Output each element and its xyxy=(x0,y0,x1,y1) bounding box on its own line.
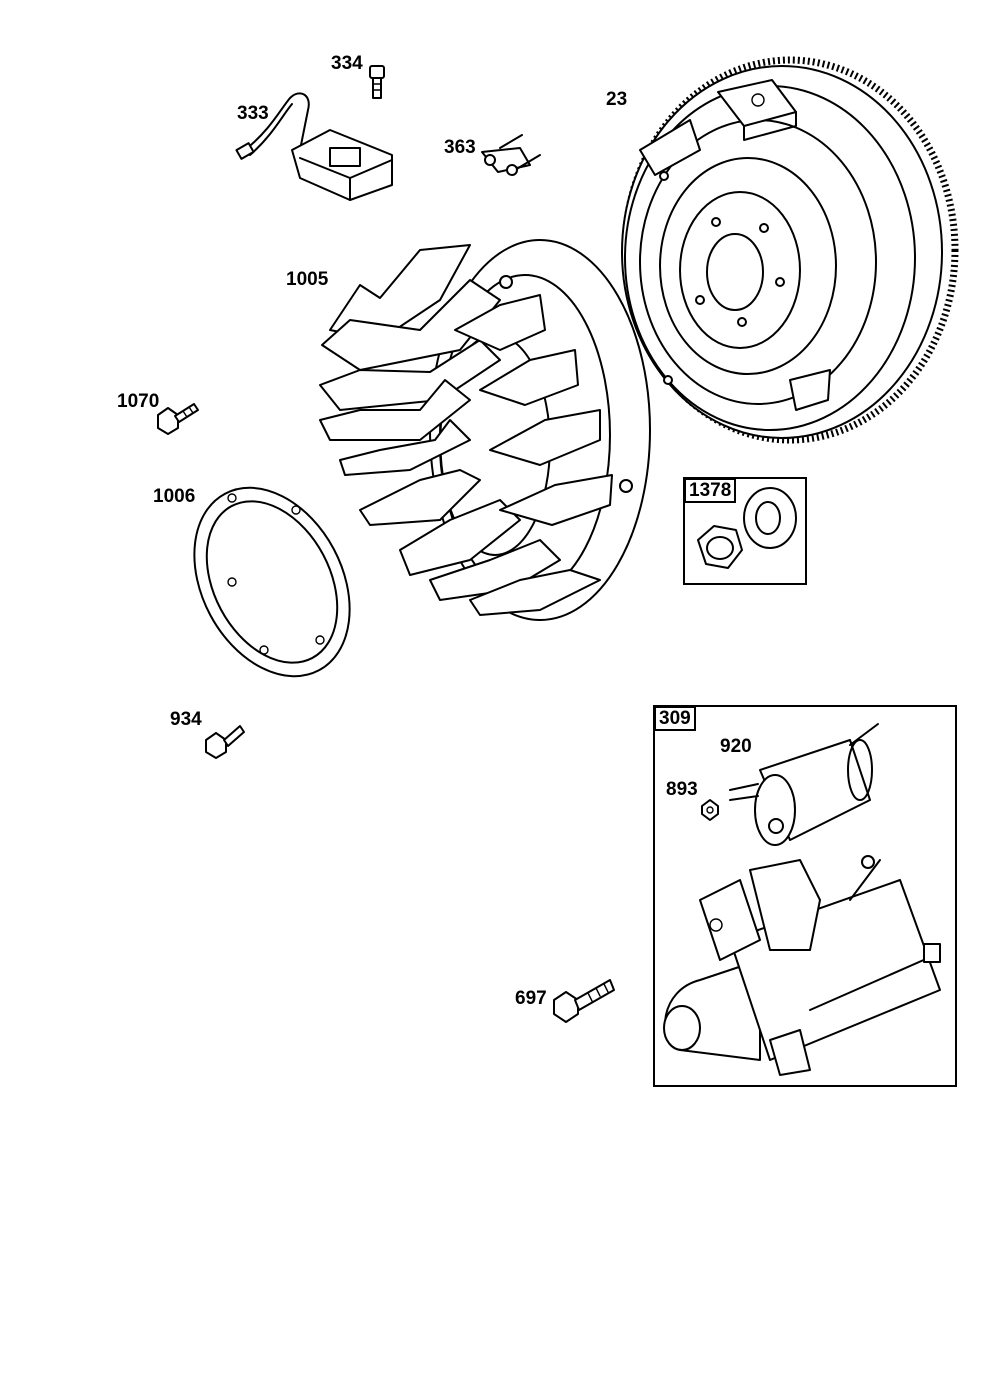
part-label-893: 893 xyxy=(666,779,698,800)
bolt-934-drawing xyxy=(205,725,245,759)
part-label-333: 333 xyxy=(237,103,269,124)
gasket-1006-drawing xyxy=(193,486,351,678)
part-label-934: 934 xyxy=(170,709,202,730)
starter-309-drawing xyxy=(653,705,957,1087)
bracket-363-drawing xyxy=(481,134,541,176)
part-label-1070: 1070 xyxy=(117,391,160,412)
fan-1005-drawing xyxy=(319,239,651,621)
bolt-334-drawing xyxy=(369,65,385,99)
part-label-334: 334 xyxy=(331,53,363,74)
part-label-1006: 1006 xyxy=(153,486,196,507)
flywheel-23-drawing xyxy=(621,56,959,444)
part-label-1378: 1378 xyxy=(684,478,737,503)
ignition-coil-333-drawing xyxy=(235,92,393,201)
part-label-920: 920 xyxy=(720,736,752,757)
part-label-1005: 1005 xyxy=(286,269,329,290)
part-label-23: 23 xyxy=(606,89,628,110)
bolt-1070-drawing xyxy=(157,403,199,435)
part-label-363: 363 xyxy=(444,137,476,158)
nut-washer-1378-drawing xyxy=(683,477,807,585)
bolt-697-drawing xyxy=(553,979,615,1023)
part-label-697: 697 xyxy=(515,988,547,1009)
part-label-309: 309 xyxy=(654,706,696,731)
